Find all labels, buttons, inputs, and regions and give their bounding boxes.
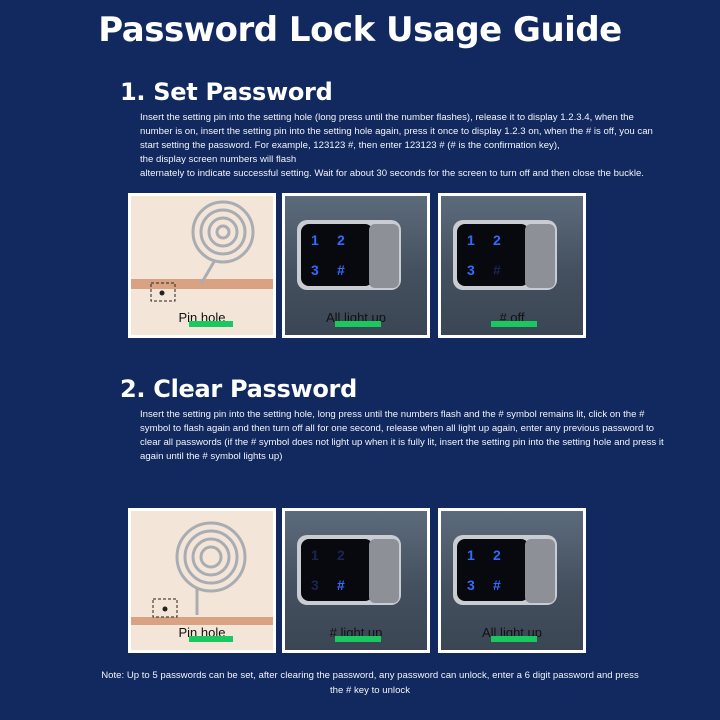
keypad-photo-all-lit: 1 2 3 # All light up (282, 193, 430, 338)
key-1: 1 (311, 547, 319, 563)
note-text: Note: Up to 5 passwords can be set, afte… (101, 670, 639, 696)
caption-bar (189, 321, 233, 327)
set-password-heading: 1. Set Password (120, 78, 333, 106)
pin-hole-photo: Pin hole (128, 508, 276, 653)
keypad-photo-hash-off: 1 2 3 # # off (438, 193, 586, 338)
key-hash: # (337, 577, 345, 593)
keypad-photo-all-lit: 1 2 3 # All light up (438, 508, 586, 653)
key-2: 2 (337, 232, 345, 248)
key-1: 1 (467, 547, 475, 563)
key-2: 2 (493, 547, 501, 563)
key-3: 3 (311, 577, 319, 593)
set-password-line: Insert the setting pin into the setting … (140, 112, 653, 151)
page-title: Password Lock Usage Guide (98, 10, 622, 50)
key-2: 2 (337, 547, 345, 563)
caption-bar (335, 321, 381, 327)
key-3: 3 (311, 262, 319, 278)
clear-password-text: Insert the setting pin into the setting … (140, 409, 664, 462)
set-password-line: alternately to indicate successful setti… (140, 168, 644, 179)
key-hash: # (493, 262, 501, 278)
pin-hole-photo: Pin hole (128, 193, 276, 338)
clear-password-images: Pin hole 1 2 3 # # light up 1 2 3 # All … (128, 508, 586, 653)
set-password-images: Pin hole 1 2 3 # All light up 1 2 3 # # … (128, 193, 586, 338)
set-password-line: the display screen numbers will flash (140, 154, 297, 165)
key-3: 3 (467, 262, 475, 278)
key-1: 1 (467, 232, 475, 248)
caption-bar (491, 321, 537, 327)
caption-bar (491, 636, 537, 642)
clear-password-heading: 2. Clear Password (120, 375, 357, 403)
key-2: 2 (493, 232, 501, 248)
keypad-photo-hash-lit: 1 2 3 # # light up (282, 508, 430, 653)
key-1: 1 (311, 232, 319, 248)
key-hash: # (493, 577, 501, 593)
key-3: 3 (467, 577, 475, 593)
key-hash: # (337, 262, 345, 278)
caption-bar (189, 636, 233, 642)
caption-bar (335, 636, 381, 642)
set-password-text: Insert the setting pin into the setting … (140, 111, 665, 181)
